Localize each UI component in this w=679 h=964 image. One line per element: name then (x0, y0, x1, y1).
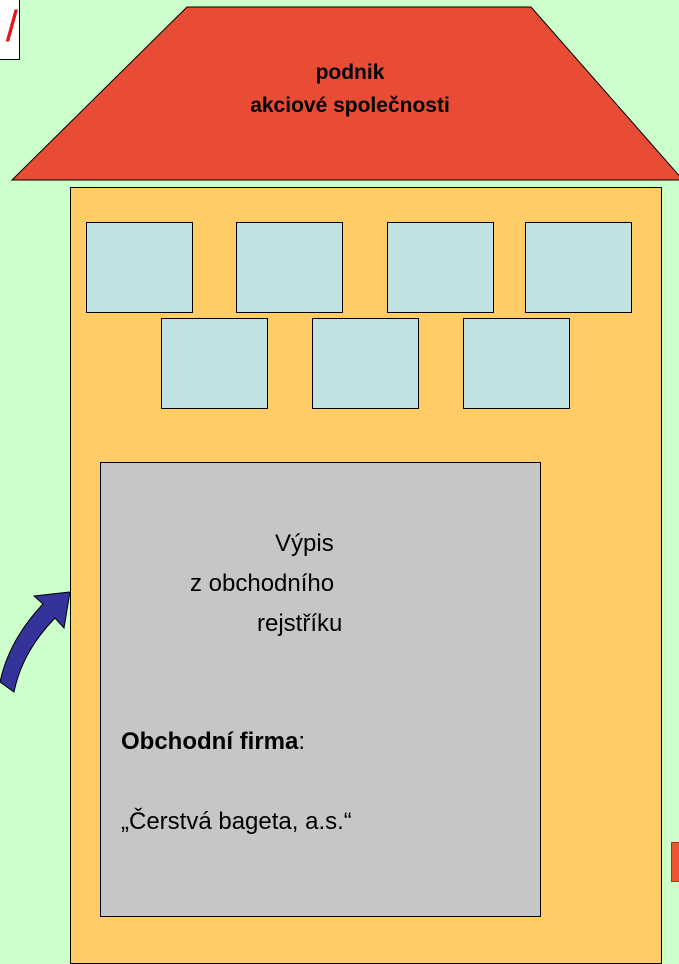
window (161, 318, 268, 409)
roof-label-line2: akciové společnosti (250, 94, 450, 117)
corner-text-box: / (0, 0, 20, 60)
roof-label-line1: podnik (315, 61, 385, 84)
document-heading-line2: z obchodního (190, 570, 335, 597)
roof-label: podnik akciové společnosti (150, 56, 550, 122)
window (525, 222, 632, 313)
corner-glyph: / (5, 2, 18, 51)
company-name-value: „Čerstvá bageta, a.s.“ (121, 808, 352, 835)
document-heading-line1: Výpis (275, 530, 334, 557)
edge-shape (671, 842, 679, 882)
company-name-label-text: Obchodní firma (121, 728, 299, 755)
window (86, 222, 193, 313)
company-name-label-colon: : (298, 728, 306, 755)
window (387, 222, 494, 313)
window (312, 318, 419, 409)
roof-shape (10, 6, 679, 181)
curved-arrow-icon (0, 591, 71, 693)
company-name-label: Obchodní firma: (121, 727, 305, 757)
window (463, 318, 570, 409)
window (236, 222, 343, 313)
registry-extract-document: Výpis z obchodního rejstříku Obchodní fi… (100, 462, 541, 917)
document-heading-line3: rejstříku (257, 610, 343, 637)
